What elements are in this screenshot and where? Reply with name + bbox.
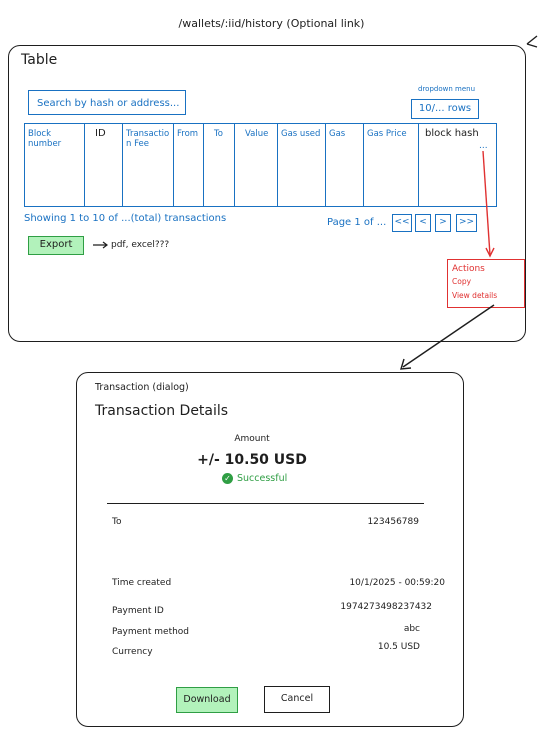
- to-label: To: [112, 517, 122, 527]
- table-frame-title: Table: [21, 52, 58, 68]
- showing-count: Showing 1 to 10 of ...(total) transactio…: [24, 213, 227, 224]
- payment-id-label: Payment ID: [112, 606, 164, 616]
- column-id: ID: [84, 124, 123, 206]
- table-frame: [8, 45, 526, 342]
- column-block-number: Block number: [25, 124, 84, 206]
- column-header: From: [177, 129, 199, 139]
- time-created-label: Time created: [112, 578, 172, 588]
- dropdown-caption: dropdown menu: [418, 85, 476, 93]
- dialog-caption: Transaction (dialog): [95, 382, 189, 393]
- actions-arrow: [482, 150, 491, 256]
- search-input[interactable]: Search by hash or address...: [28, 90, 186, 115]
- page-indicator: Page 1 of ...: [327, 217, 387, 228]
- transaction-dialog: [76, 372, 464, 727]
- export-note: pdf, excel???: [111, 240, 170, 250]
- last-page-button[interactable]: >>: [456, 214, 477, 232]
- export-button[interactable]: Export: [28, 236, 84, 255]
- divider: [107, 503, 424, 504]
- column-gas: Gas: [325, 124, 364, 206]
- column-transaction-fee: Transaction Fee: [122, 124, 174, 206]
- transactions-table: Block number ID Transaction Fee From To …: [24, 123, 497, 207]
- rows-per-page-dropdown[interactable]: 10/... rows: [411, 99, 479, 119]
- amount-label: Amount: [234, 434, 270, 444]
- column-gas-used: Gas used: [277, 124, 326, 206]
- amount-value: +/- 10.50 USD: [197, 452, 307, 468]
- first-page-button[interactable]: <<: [392, 214, 412, 232]
- time-created-value: 10/1/2025 - 00:59:20: [349, 578, 445, 588]
- payment-method-label: Payment method: [112, 627, 190, 637]
- details-arrow: [402, 304, 495, 368]
- row-actions-trigger[interactable]: ...: [479, 141, 488, 151]
- column-header: Gas: [329, 129, 346, 139]
- column-to: To: [203, 124, 235, 206]
- currency-value: 10.5 USD: [377, 642, 420, 652]
- column-header: Transaction Fee: [126, 129, 170, 149]
- export-note-arrow: [93, 241, 108, 249]
- route-caption: /wallets/:iid/history (Optional link): [178, 17, 365, 30]
- status-badge: ✓ Successful: [222, 473, 287, 484]
- currency-label: Currency: [112, 647, 153, 657]
- next-page-button[interactable]: >: [435, 214, 451, 232]
- check-circle-icon: ✓: [222, 473, 233, 484]
- payment-id-value: 1974273498237432: [340, 602, 432, 612]
- column-gas-price: Gas Price: [363, 124, 419, 206]
- prev-page-button[interactable]: <: [415, 214, 431, 232]
- dialog-title: Transaction Details: [95, 403, 229, 419]
- menu-item-view-details[interactable]: View details: [452, 291, 498, 300]
- corner-arrow: [526, 35, 538, 48]
- column-value: Value: [234, 124, 278, 206]
- menu-item-copy[interactable]: Copy: [452, 277, 472, 286]
- to-value: 123456789: [367, 517, 419, 527]
- payment-method-value: abc: [403, 624, 420, 634]
- cancel-button[interactable]: Cancel: [264, 686, 330, 713]
- actions-arrowhead: [485, 247, 495, 258]
- column-header: Block number: [28, 129, 62, 149]
- column-header: Value: [245, 129, 269, 139]
- column-header: Gas Price: [367, 129, 407, 139]
- column-header: To: [214, 129, 223, 139]
- column-header: Gas used: [281, 129, 321, 139]
- column-header: ID: [95, 128, 106, 139]
- actions-menu: Actions Copy View details: [447, 259, 525, 308]
- actions-menu-title: Actions: [452, 264, 485, 274]
- column-header: block hash: [425, 128, 479, 139]
- status-text: Successful: [237, 473, 288, 484]
- details-arrowhead: [400, 358, 412, 370]
- column-block-hash: block hash: [418, 124, 497, 206]
- download-button[interactable]: Download: [176, 687, 238, 713]
- column-from: From: [173, 124, 204, 206]
